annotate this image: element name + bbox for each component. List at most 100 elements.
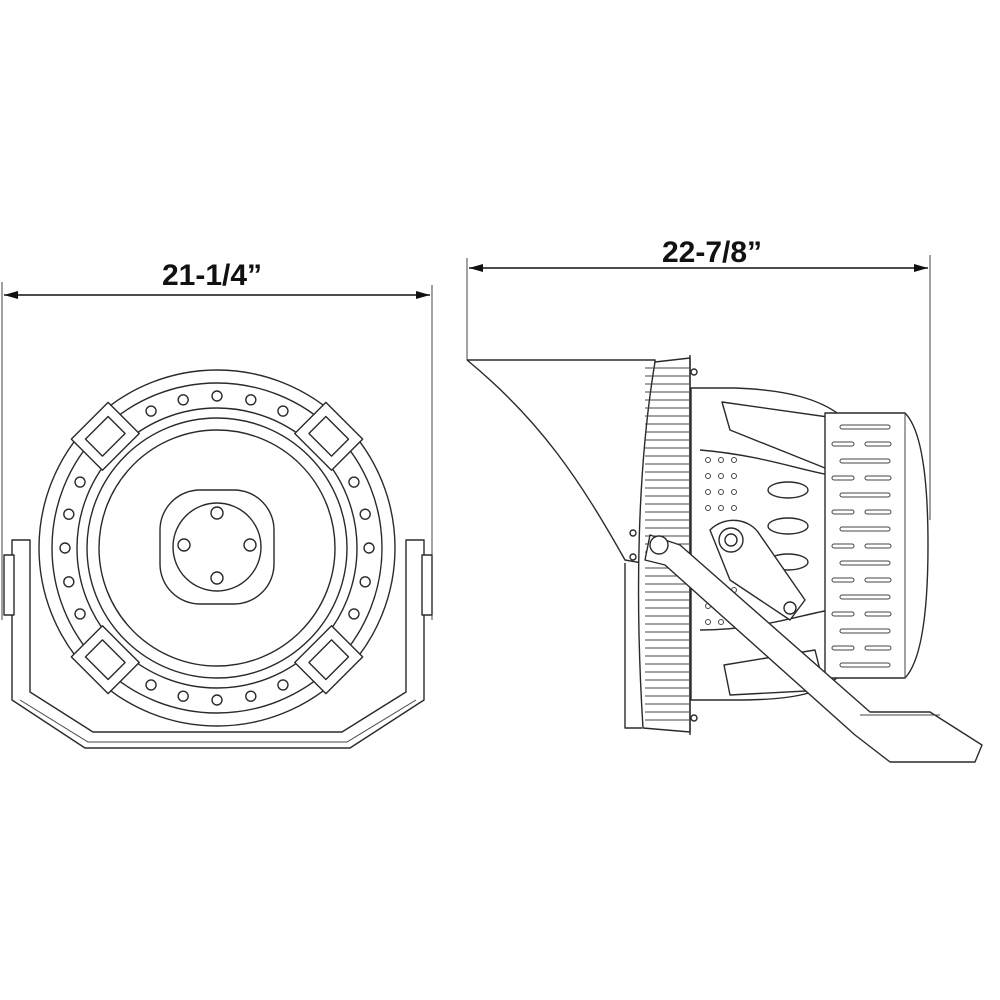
retaining-clip	[70, 625, 140, 695]
vent-dot-icon	[731, 473, 737, 479]
plate-screw-icon	[690, 714, 698, 722]
front-housing	[824, 412, 929, 679]
clip-body	[70, 625, 140, 695]
hub-screw-icon	[210, 571, 224, 585]
vent-dot-icon	[705, 473, 711, 479]
slot	[831, 509, 855, 515]
pivot-knob-inner	[724, 533, 738, 547]
vent-dot-icon	[718, 457, 724, 463]
bolt-hole-icon	[63, 576, 75, 588]
mounting-arm	[644, 534, 983, 763]
bolt-hole-icon	[211, 390, 223, 402]
bolt-hole-icon	[363, 542, 375, 554]
slot	[839, 458, 891, 464]
slot	[839, 424, 891, 430]
clip-body	[294, 625, 364, 695]
vent-dot-icon	[718, 619, 724, 625]
slot	[839, 662, 891, 668]
bolt-hole-icon	[177, 690, 189, 702]
vent-dot-icon	[718, 473, 724, 479]
slot	[839, 594, 891, 600]
yoke-knob-right	[421, 554, 433, 616]
front-view	[3, 369, 433, 749]
bolt-hole-icon	[359, 508, 371, 520]
slot	[864, 543, 892, 549]
retaining-clip	[70, 401, 140, 471]
clip-inner	[84, 639, 126, 681]
link-bolt-icon	[783, 601, 797, 615]
clip-inner	[308, 415, 350, 457]
bolt-holes	[59, 390, 375, 706]
clip-inner	[308, 639, 350, 681]
slot	[839, 628, 891, 634]
center-hub-inner	[172, 502, 262, 592]
bolt-hole-icon	[277, 679, 289, 691]
visor-hood	[466, 359, 656, 729]
bolt-hole-icon	[359, 576, 371, 588]
vent-dot-icon	[731, 489, 737, 495]
hood-screw-icon	[629, 553, 637, 561]
bolt-hole-icon	[63, 508, 75, 520]
hood-screw-icon	[629, 529, 637, 537]
slot	[839, 560, 891, 566]
slot	[831, 543, 855, 549]
bolt-hole-icon	[145, 679, 157, 691]
slot	[839, 492, 891, 498]
slot	[831, 475, 855, 481]
pivot-bolt-icon	[649, 535, 669, 555]
slot	[831, 611, 855, 617]
cooling-slots	[831, 424, 892, 668]
yoke-bracket	[11, 539, 425, 749]
hub-screw-icon	[243, 538, 257, 552]
lens	[98, 429, 336, 667]
slot	[831, 441, 855, 447]
bolt-ring	[76, 407, 358, 689]
retaining-clip	[294, 625, 364, 695]
outer-ring	[38, 369, 396, 727]
lens-bezel	[86, 417, 348, 679]
hub-screw-icon	[210, 506, 224, 520]
bolt-hole-icon	[74, 476, 86, 488]
slot	[831, 645, 855, 651]
vent-dot-icon	[718, 505, 724, 511]
bolt-hole-icon	[348, 476, 360, 488]
retaining-clip	[294, 401, 364, 471]
bolt-hole-icon	[348, 608, 360, 620]
vent-dot-icon	[731, 457, 737, 463]
clip-body	[70, 401, 140, 471]
oval-vent	[767, 481, 809, 499]
side-view	[466, 355, 983, 763]
side-depth-dimension: 22-7/8”	[466, 236, 931, 520]
slot	[864, 611, 892, 617]
vent-dot-icon	[718, 489, 724, 495]
front-width-dimension: 21-1/4”	[1, 259, 433, 620]
bolt-hole-icon	[74, 608, 86, 620]
clip-inner	[84, 415, 126, 457]
hub-screw-icon	[177, 538, 191, 552]
bolt-hole-icon	[177, 394, 189, 406]
bolt-hole-icon	[211, 694, 223, 706]
slot	[864, 577, 892, 583]
oval-vent	[767, 517, 809, 535]
bolt-hole-icon	[145, 405, 157, 417]
vent-dot-icon	[705, 505, 711, 511]
vent-dot-icon	[731, 505, 737, 511]
plate-screw-icon	[690, 368, 698, 376]
clip-body	[294, 401, 364, 471]
center-hub	[159, 489, 275, 605]
slot	[864, 475, 892, 481]
bolt-hole-icon	[245, 690, 257, 702]
pivot-knob-icon	[718, 527, 744, 553]
slot	[839, 526, 891, 532]
slot	[864, 441, 892, 447]
clips	[70, 401, 364, 695]
body-contour	[699, 449, 831, 631]
slot	[864, 645, 892, 651]
vent-dot-icon	[705, 619, 711, 625]
side-depth-label: 22-7/8”	[662, 236, 762, 269]
bolt-hole-icon	[277, 405, 289, 417]
bolt-hole-icon	[245, 394, 257, 406]
outer-ring-inner-edge	[51, 382, 383, 714]
